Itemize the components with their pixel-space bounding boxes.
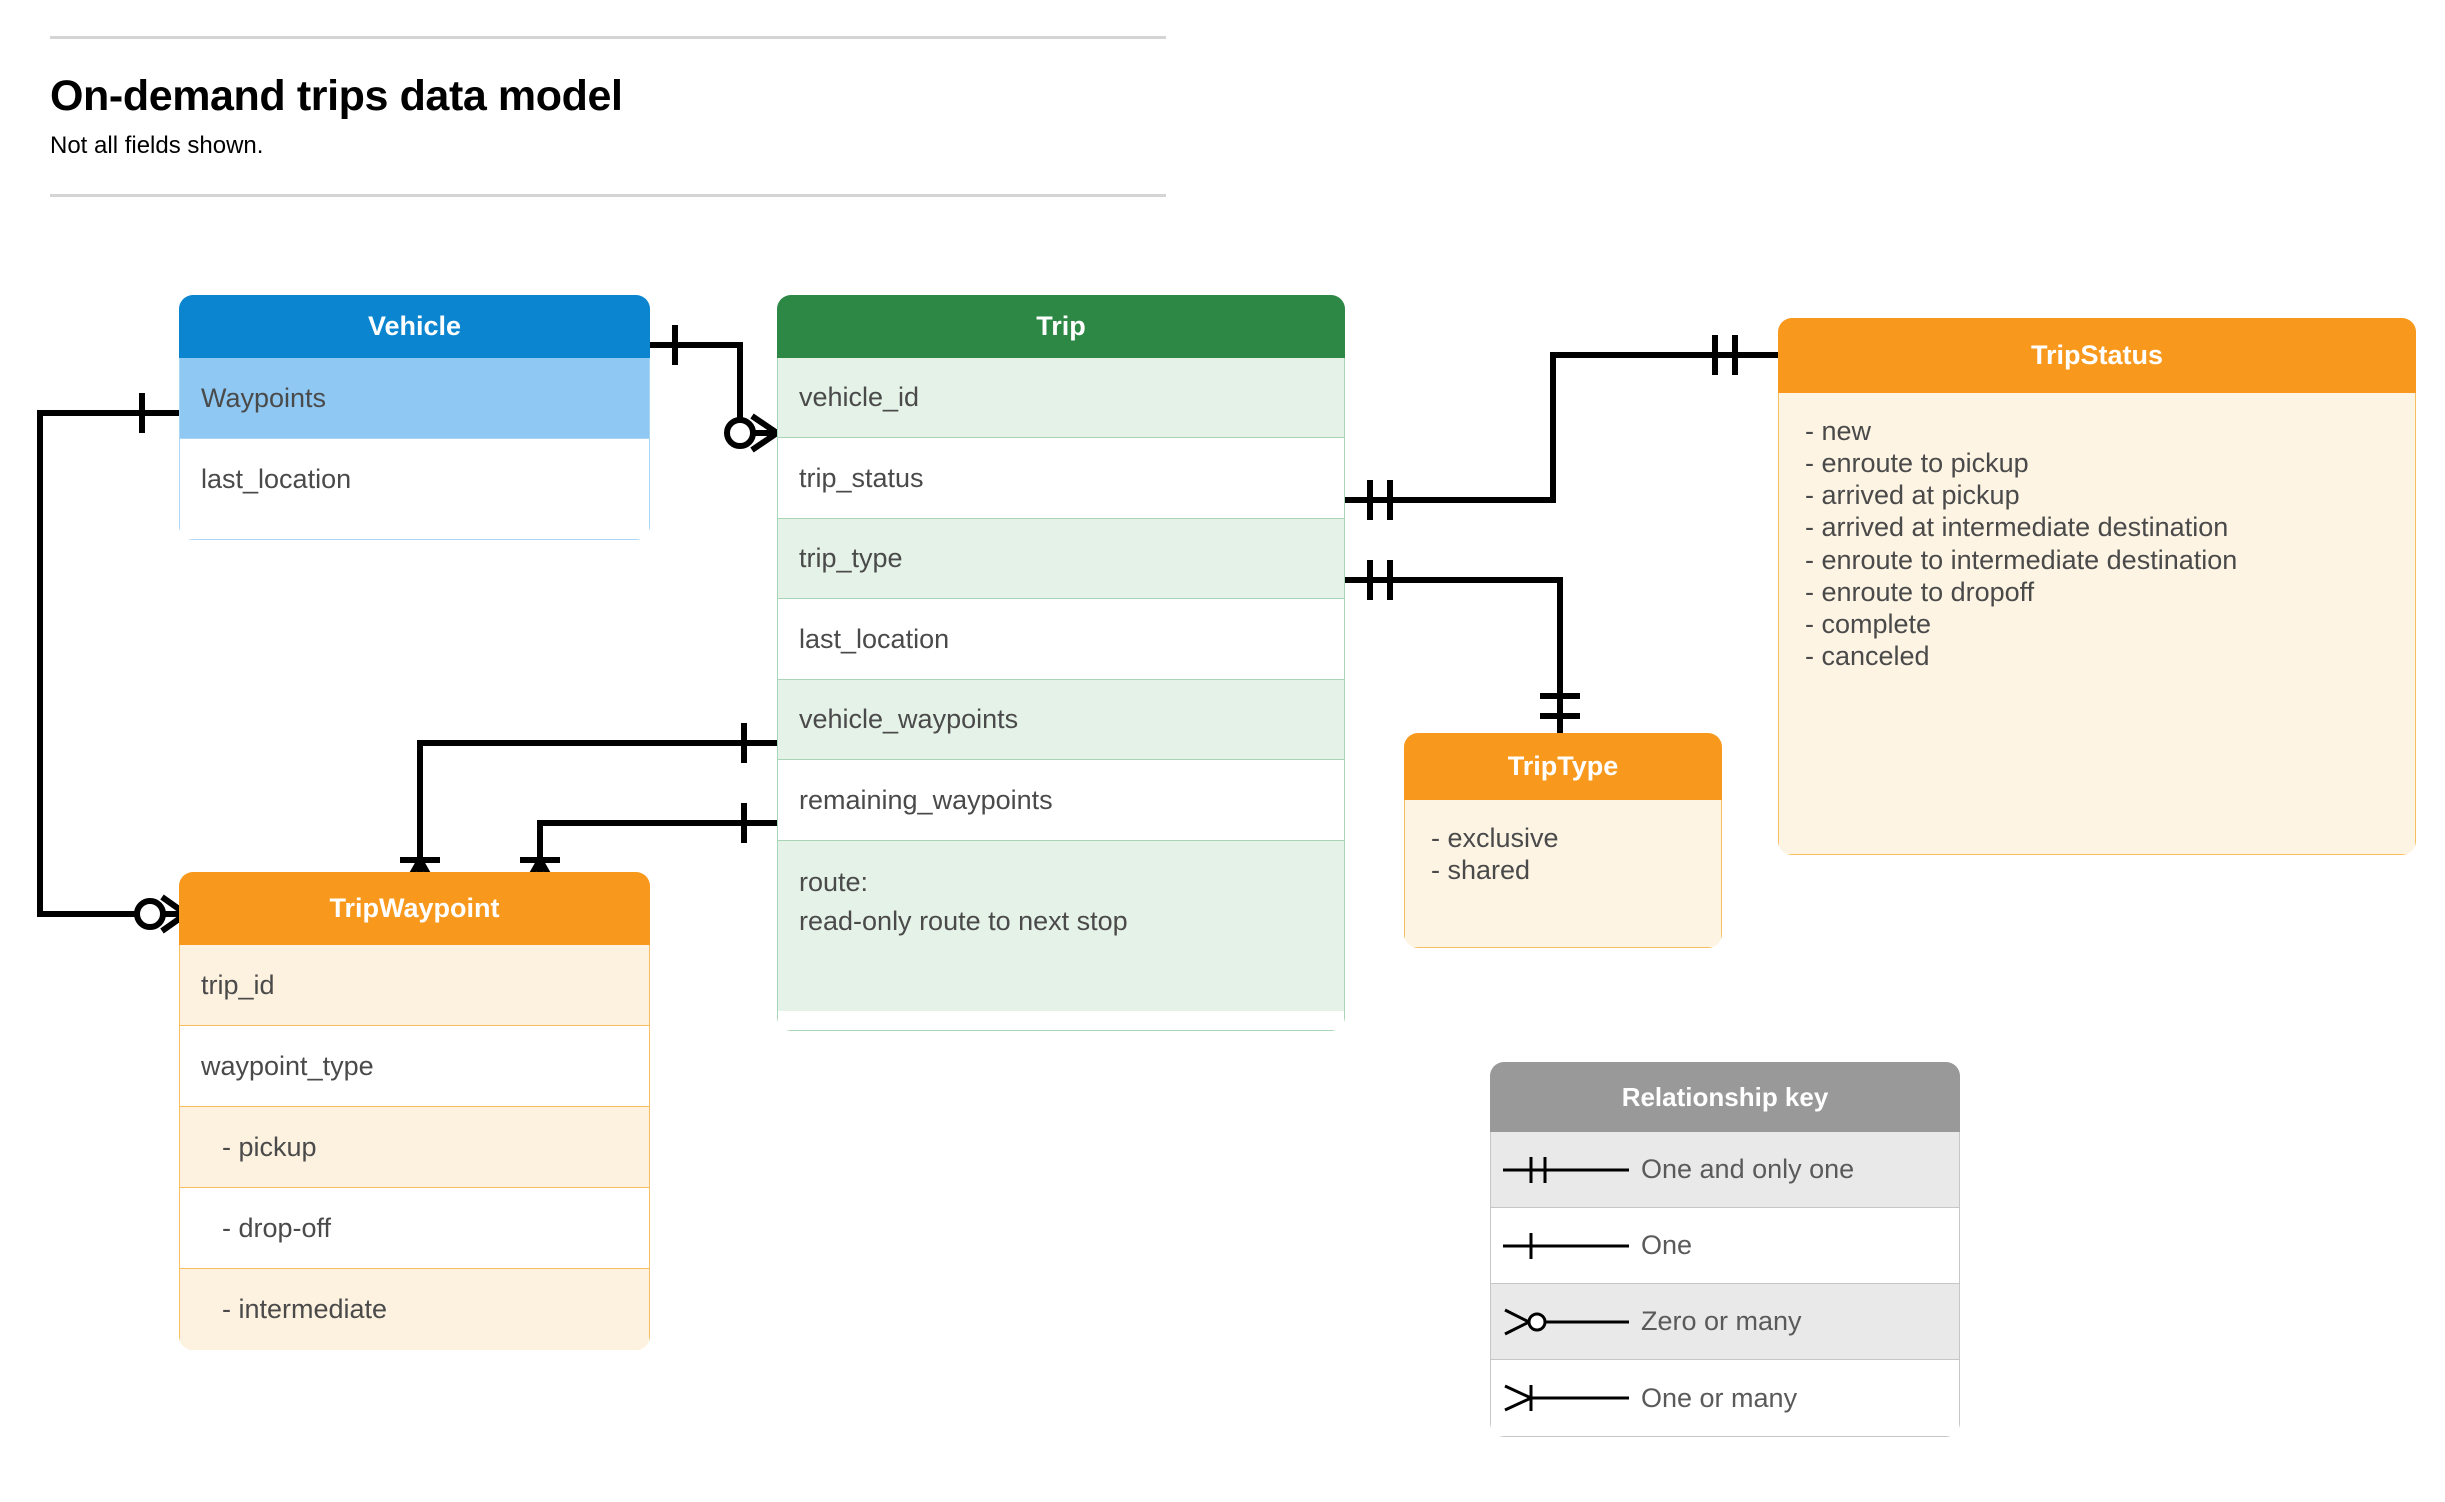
key-label: One <box>1641 1230 1693 1260</box>
field-tripwaypoint-dropoff[interactable]: - drop-off <box>180 1188 649 1269</box>
field-trip-route[interactable]: route: read-only route to next stop <box>778 841 1344 1011</box>
entity-trip-fields: vehicle_id trip_status trip_type last_lo… <box>777 358 1345 1031</box>
entity-trip-type[interactable]: TripType - exclusive - shared <box>1404 733 1722 948</box>
connector-triptype <box>1345 577 1563 733</box>
rule-bottom <box>50 194 1166 198</box>
zero-or-many-icon <box>1491 1302 1641 1342</box>
field-tripwaypoint-waypoint-type[interactable]: waypoint_type <box>180 1026 649 1107</box>
page-subtitle: Not all fields shown. <box>50 132 264 160</box>
field-trip-remaining-waypoints[interactable]: remaining_waypoints <box>778 760 1344 841</box>
field-trip-trip-status[interactable]: trip_status <box>778 438 1344 519</box>
relationship-key-legend: Relationship key One and only one <box>1490 1062 1960 1437</box>
connector-remaining-waypoints-field <box>537 820 777 860</box>
field-trip-last-location[interactable]: last_location <box>778 599 1344 680</box>
key-label: One and only one <box>1641 1154 1855 1184</box>
key-row-one: One <box>1491 1208 1959 1284</box>
key-row-one-or-many: One or many <box>1491 1360 1959 1436</box>
crowsfoot-trip-vehicleid <box>750 413 779 453</box>
enum-item: - enroute to dropoff <box>1805 576 2035 607</box>
entity-trip-type-values: - exclusive - shared <box>1404 800 1722 948</box>
key-row-one-and-only-one: One and only one <box>1491 1132 1959 1208</box>
field-vehicle-waypoints[interactable]: Waypoints <box>180 358 649 439</box>
field-trip-trip-type[interactable]: trip_type <box>778 519 1344 599</box>
key-label: Zero or many <box>1641 1306 1802 1336</box>
document-header: On-demand trips data model Not all field… <box>50 36 1166 198</box>
enum-item: - enroute to intermediate destination <box>1805 544 2238 575</box>
field-trip-vehicle-id[interactable]: vehicle_id <box>778 358 1344 438</box>
enum-item: - enroute to pickup <box>1805 448 2029 479</box>
connector-vehicle-waypoints-to-tripwaypoint <box>37 410 179 917</box>
entity-vehicle-title: Vehicle <box>179 295 650 358</box>
entity-trip-waypoint-title: TripWaypoint <box>179 872 650 945</box>
enum-item: - arrived at pickup <box>1805 480 2020 511</box>
one-and-only-one-icon <box>1491 1150 1641 1190</box>
enum-item: - new <box>1805 416 1872 446</box>
enum-item: - arrived at intermediate destination <box>1805 512 2229 543</box>
one-icon <box>1491 1226 1641 1266</box>
entity-vehicle[interactable]: Vehicle Waypoints last_location <box>179 295 650 540</box>
zero-marker-tripwaypoint-left <box>134 898 166 930</box>
field-trip-route-line2: read-only route to next stop <box>799 906 1128 937</box>
field-trip-vehicle-waypoints[interactable]: vehicle_waypoints <box>778 680 1344 760</box>
field-tripwaypoint-intermediate[interactable]: - intermediate <box>180 1269 649 1350</box>
entity-trip-status-title: TripStatus <box>1778 318 2416 393</box>
enum-item: - canceled <box>1805 640 1930 671</box>
relationship-key-title: Relationship key <box>1490 1062 1960 1132</box>
field-tripwaypoint-trip-id[interactable]: trip_id <box>180 945 649 1026</box>
entity-trip-waypoint[interactable]: TripWaypoint trip_id waypoint_type - pic… <box>179 872 650 1350</box>
page-title: On-demand trips data model <box>50 72 623 120</box>
entity-trip-type-title: TripType <box>1404 733 1722 800</box>
connector-vehicle-waypoints-field <box>417 740 777 860</box>
entity-trip-status-values: - new - enroute to pickup - arrived at p… <box>1778 393 2416 855</box>
field-trip-route-line1: route: <box>799 867 869 897</box>
enum-item: - shared <box>1431 855 1531 886</box>
connector-tripstatus <box>1345 352 1778 503</box>
field-tripwaypoint-pickup[interactable]: - pickup <box>180 1107 649 1188</box>
relationship-key-rows: One and only one One <box>1490 1132 1960 1437</box>
enum-item: - complete <box>1805 608 1932 639</box>
entity-trip-status[interactable]: TripStatus - new - enroute to pickup - a… <box>1778 318 2416 855</box>
entity-vehicle-fields: Waypoints last_location <box>179 358 650 540</box>
key-row-zero-or-many: Zero or many <box>1491 1284 1959 1360</box>
entity-trip-title: Trip <box>777 295 1345 358</box>
entity-trip-waypoint-fields: trip_id waypoint_type - pickup - drop-of… <box>179 945 650 1350</box>
connector-vehicle-to-trip <box>650 342 743 420</box>
field-vehicle-last-location[interactable]: last_location <box>201 463 352 494</box>
entity-trip[interactable]: Trip vehicle_id trip_status trip_type la… <box>777 295 1345 1031</box>
zero-marker-trip-vehicleid <box>724 417 756 449</box>
one-or-many-icon <box>1491 1378 1641 1418</box>
enum-item: - exclusive <box>1431 823 1559 853</box>
rule-top <box>50 36 1166 39</box>
key-label: One or many <box>1641 1382 1798 1413</box>
